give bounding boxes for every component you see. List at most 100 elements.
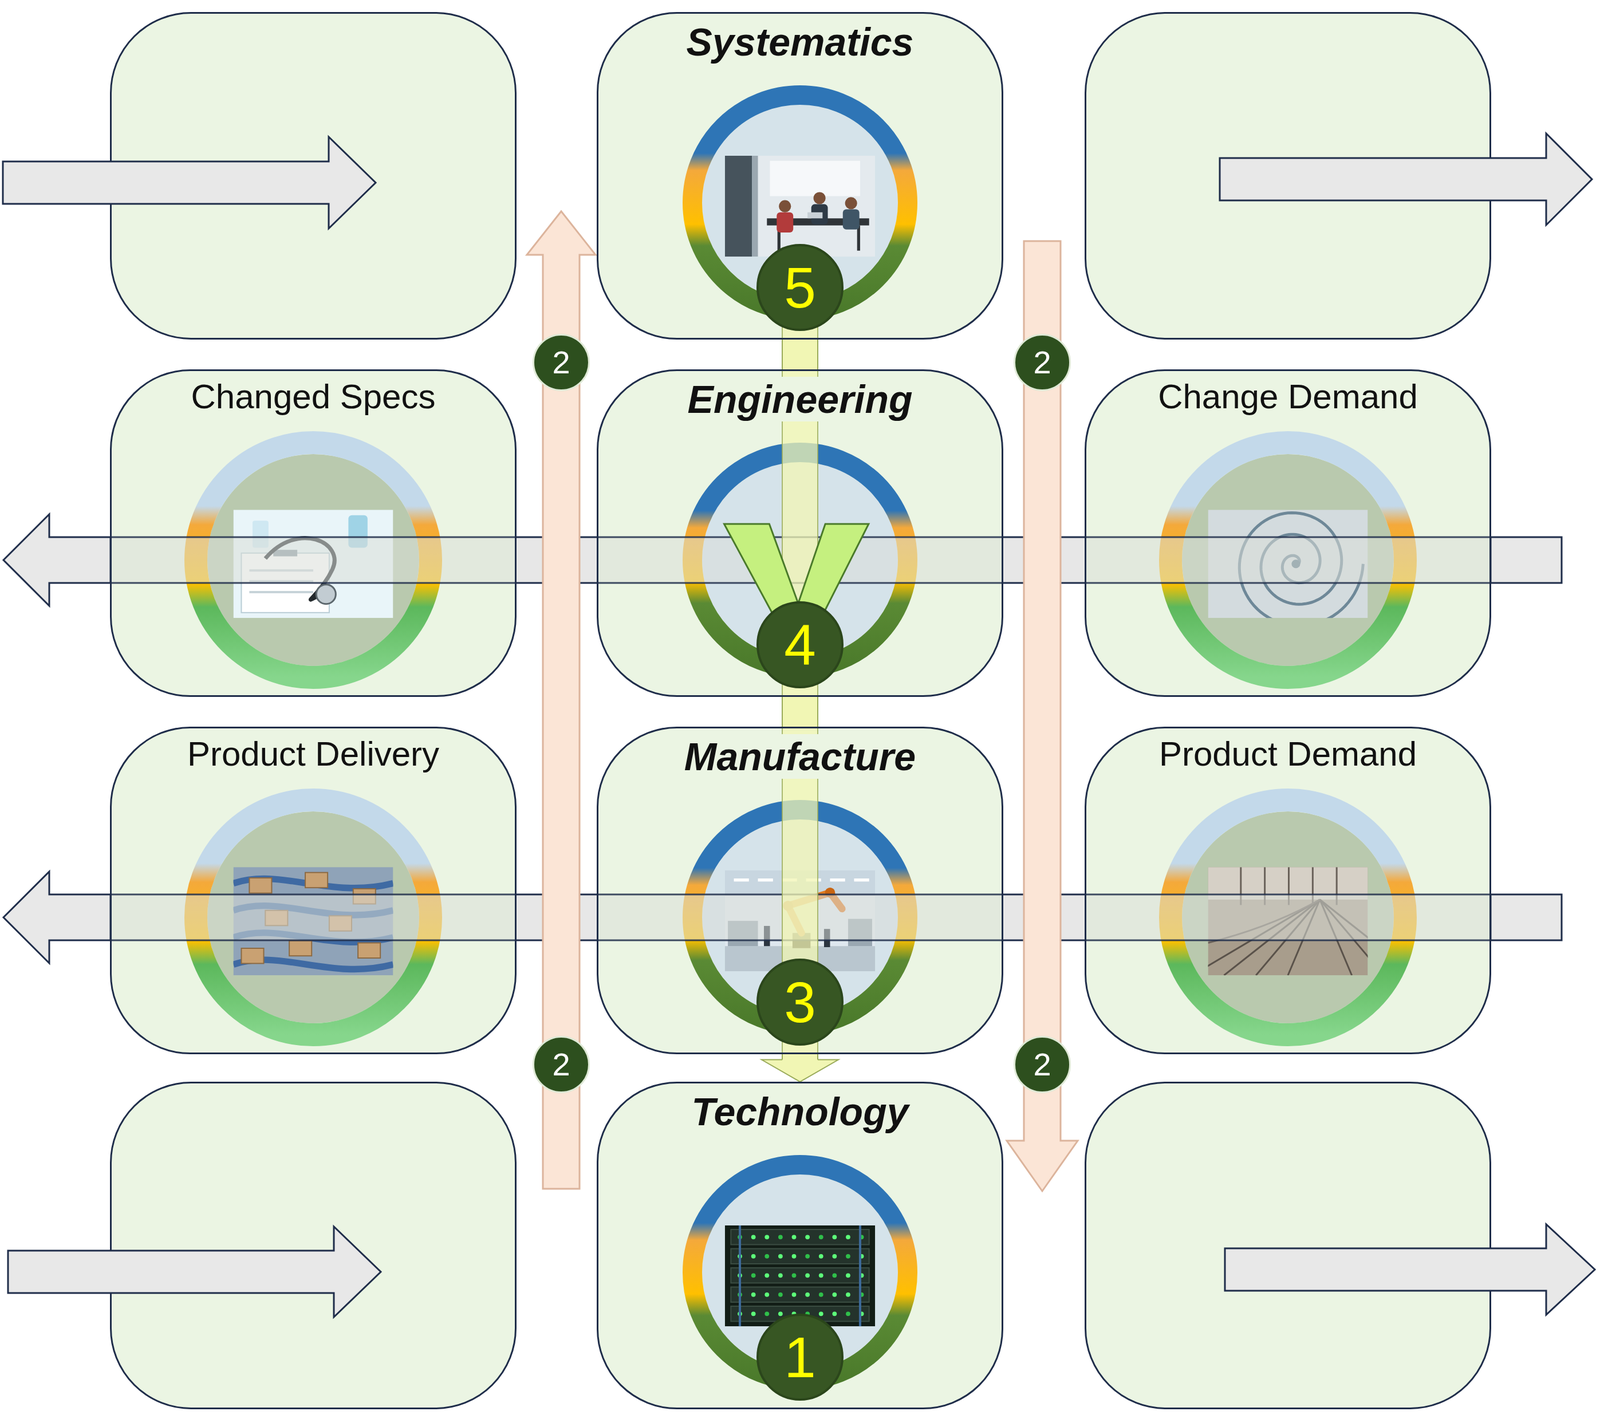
status-light — [778, 1273, 783, 1278]
process-box: Changed Specs — [109, 369, 517, 697]
person-body — [776, 212, 794, 233]
box-illustration — [1086, 371, 1490, 696]
connector — [782, 339, 818, 370]
status-light — [845, 1273, 851, 1278]
flow-arrow — [2, 136, 376, 229]
parcel — [241, 948, 264, 964]
ceiling-light — [758, 878, 774, 882]
flow-arrow-tail — [1490, 537, 1562, 583]
callout-number: 2 — [1013, 333, 1071, 392]
status-light — [751, 1234, 756, 1240]
server-unit — [730, 1229, 869, 1245]
callout-number: 3 — [756, 958, 844, 1046]
box-title: Manufacture — [677, 734, 923, 779]
photo-ground — [724, 155, 876, 257]
parcel — [305, 872, 328, 888]
box-illustration — [111, 371, 515, 696]
box-title: Systematics — [679, 19, 921, 65]
status-light — [818, 1311, 824, 1316]
laptop — [807, 212, 823, 219]
cable — [739, 1225, 861, 1327]
status-light — [778, 1311, 783, 1316]
status-light — [845, 1292, 851, 1298]
flow-arrow-head — [3, 514, 111, 606]
status-light — [818, 1254, 824, 1259]
downward-arrow — [1006, 241, 1078, 1192]
status-light — [818, 1292, 824, 1298]
photo — [724, 1225, 876, 1327]
connector-outline — [782, 339, 818, 370]
box-title: Change Demand — [1151, 376, 1425, 417]
status-light — [751, 1311, 756, 1316]
callout-number: 4 — [756, 601, 844, 689]
status-light — [778, 1234, 783, 1240]
flow-arrow-tail — [1490, 894, 1562, 941]
feedback-arrows — [526, 211, 1078, 1192]
parcel — [289, 940, 312, 956]
status-light — [805, 1292, 810, 1298]
status-light — [818, 1234, 824, 1240]
status-light — [832, 1234, 837, 1240]
callout-number: 5 — [756, 243, 844, 331]
server-unit — [730, 1248, 869, 1264]
flow-band — [111, 894, 515, 941]
process-box: Product Demand — [1084, 726, 1492, 1055]
callout-number: 2 — [532, 1035, 590, 1094]
flow-arrow — [1219, 133, 1592, 226]
empty-boxes — [111, 13, 1491, 1409]
status-light — [791, 1234, 797, 1240]
parcel — [249, 877, 272, 893]
connector-outline — [761, 1054, 839, 1082]
status-light — [845, 1254, 851, 1259]
status-light — [832, 1273, 837, 1278]
status-light — [791, 1273, 797, 1278]
photo-ground — [724, 1225, 876, 1327]
status-light — [791, 1254, 797, 1259]
status-light — [832, 1292, 837, 1298]
status-light — [751, 1273, 756, 1278]
connector — [761, 1054, 839, 1082]
ceiling-light — [829, 878, 845, 882]
connector-band — [782, 339, 818, 370]
callout-number: 2 — [532, 333, 590, 392]
empty-box — [1085, 1082, 1491, 1409]
flow-band — [111, 537, 515, 583]
person-head — [778, 200, 791, 213]
process-box: Engineering 4 — [596, 369, 1004, 697]
status-light — [818, 1273, 824, 1278]
status-light — [805, 1273, 810, 1278]
status-light — [791, 1292, 797, 1298]
box-title: Product Demand — [1152, 734, 1424, 774]
window — [770, 160, 861, 197]
flow-arrow — [8, 1226, 381, 1318]
connector-band — [761, 1054, 839, 1082]
process-box: Manufacture 3 — [596, 726, 1004, 1055]
status-light — [764, 1254, 770, 1259]
flow-band-edge — [1086, 894, 1490, 941]
status-light — [751, 1254, 756, 1259]
flow-band-edge — [111, 894, 515, 941]
status-light — [764, 1311, 770, 1316]
flow-band-edge — [1086, 537, 1490, 583]
status-light — [778, 1292, 783, 1298]
connector-band — [782, 696, 818, 727]
status-light — [845, 1234, 851, 1240]
status-light — [764, 1234, 770, 1240]
box-title: Product Delivery — [180, 734, 447, 774]
status-light — [805, 1254, 810, 1259]
status-light — [845, 1311, 851, 1316]
status-light — [805, 1234, 810, 1240]
box-title: Technology — [684, 1089, 916, 1134]
server-unit — [730, 1267, 869, 1283]
process-box: Technology1 — [596, 1081, 1004, 1410]
person-head — [813, 191, 826, 204]
table-leg — [857, 225, 861, 251]
box-title: Engineering — [680, 376, 920, 422]
status-light — [832, 1311, 837, 1316]
flow-band — [1086, 894, 1490, 941]
person-body — [842, 209, 860, 230]
box-illustration — [1086, 728, 1490, 1053]
flow-band-edge — [111, 537, 515, 583]
stethoscope-head — [316, 584, 336, 605]
